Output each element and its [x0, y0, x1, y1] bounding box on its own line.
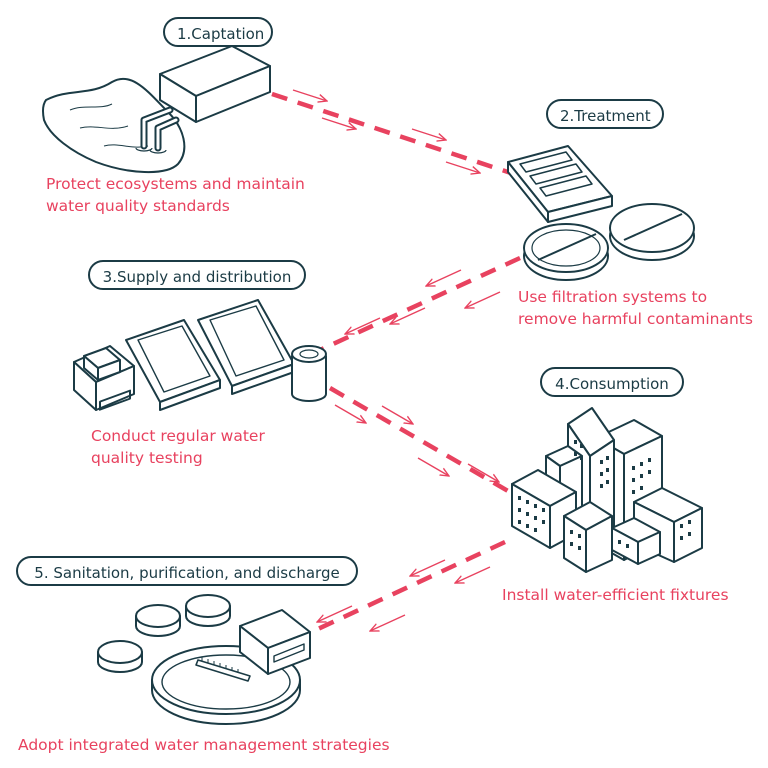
- basin-left-divider: [537, 233, 597, 261]
- connector-4-5: [304, 539, 506, 638]
- connector-2-3: [319, 255, 521, 353]
- storage-tank-1-side: [159, 379, 221, 411]
- arrow-icon: [345, 317, 381, 334]
- connector-3-4: [328, 386, 517, 497]
- arrow-icon: [390, 307, 426, 324]
- step-3-label: 3.Supply and distribution: [88, 260, 306, 290]
- outflow-box-side: [267, 631, 311, 675]
- water-pool-shape: [41, 77, 186, 173]
- filter-tray-front: [507, 161, 549, 223]
- basin-scraper-arm: [195, 659, 251, 682]
- water-tower-body: [291, 355, 327, 402]
- step-5-note: Adopt integrated water management strate…: [18, 736, 390, 754]
- reservoir-window: [99, 389, 131, 411]
- building-windows: [518, 440, 691, 550]
- tank-round-2-top: [185, 594, 231, 618]
- flow-connectors: [271, 91, 521, 638]
- step-1-note: Protect ecosystems and maintain water qu…: [46, 175, 305, 215]
- reservoir-cap-side: [83, 355, 121, 381]
- step-2-label: 2.Treatment: [546, 99, 664, 129]
- water-tower-opening: [299, 349, 319, 359]
- connector-1-2: [271, 91, 521, 179]
- settling-basin-inner: [161, 654, 291, 710]
- arrow-icon: [334, 404, 366, 423]
- tank-round-1-top: [135, 604, 181, 628]
- captation-illustration: [41, 45, 271, 173]
- step-4-note: Install water-efficient fixtures: [502, 586, 729, 604]
- basin-scraper-teeth: [201, 657, 239, 673]
- intake-ellipse: [135, 147, 167, 154]
- arrow-icon: [317, 605, 353, 622]
- filter-slot: [539, 175, 593, 197]
- direction-arrows: [292, 89, 501, 631]
- arrow-icon: [417, 457, 449, 476]
- consumption-illustration: [511, 407, 703, 573]
- water-tower-top: [291, 345, 327, 363]
- arrow-icon: [370, 614, 406, 631]
- arrow-icon: [292, 89, 327, 101]
- building-front-right-side: [637, 531, 661, 565]
- filter-slot: [519, 151, 573, 173]
- step-4-label: 4.Consumption: [540, 367, 684, 397]
- step-5-label: 5. Sanitation, purification, and dischar…: [16, 556, 358, 586]
- sanitation-illustration: [97, 594, 311, 725]
- treatment-illustration: [507, 145, 695, 281]
- basin-left-inner: [531, 229, 601, 267]
- arrow-icon: [381, 405, 413, 424]
- arrow-icon: [321, 117, 356, 129]
- storage-tank-1-inner: [137, 325, 211, 393]
- arrow-icon: [467, 463, 499, 482]
- tank-round-3-top: [97, 640, 143, 664]
- outflow-slot: [273, 643, 305, 663]
- arrow-icon: [426, 269, 462, 286]
- arrow-icon: [455, 566, 491, 583]
- step-3-note: Conduct regular water quality testing: [91, 427, 265, 467]
- filter-slot: [529, 163, 583, 185]
- storage-tank-2-inner: [209, 305, 285, 377]
- basin-right-divider: [623, 213, 683, 241]
- arrow-icon: [445, 161, 480, 173]
- pump-box-side: [195, 65, 271, 123]
- intake-pipe-inner: [142, 108, 178, 150]
- arrow-icon: [465, 291, 501, 308]
- building-front-mid-side: [585, 515, 613, 573]
- arrow-icon: [410, 559, 446, 576]
- step-1-label: 1.Captation: [163, 17, 273, 47]
- supply-illustration: [73, 299, 327, 411]
- step-2-note: Use filtration systems to remove harmful…: [518, 288, 753, 328]
- arrow-icon: [411, 128, 446, 140]
